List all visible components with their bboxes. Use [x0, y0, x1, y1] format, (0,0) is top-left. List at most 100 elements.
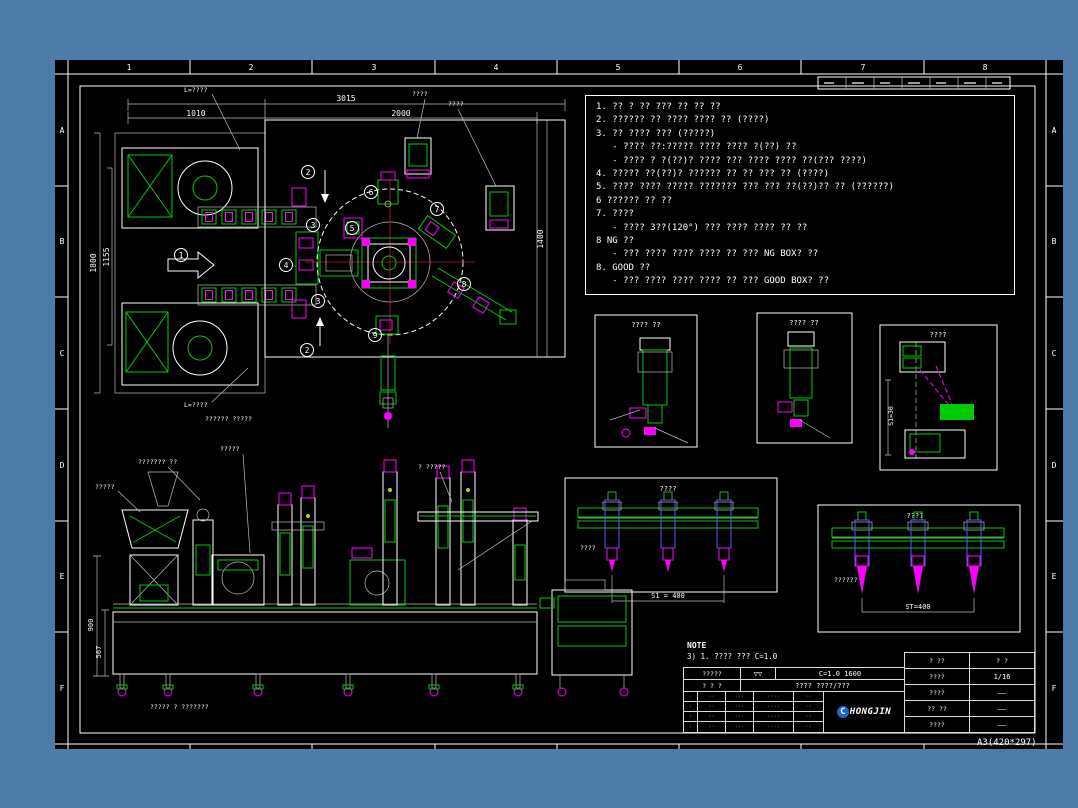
paper-size-label: A3(420*297) — [977, 738, 1037, 748]
zone-row-label: F — [1052, 684, 1057, 693]
zone-col-label: 1 — [127, 63, 132, 72]
dim-1800: 1800 — [89, 253, 98, 272]
drawing-canvas[interactable] — [55, 60, 1063, 749]
title-block: NOTE 3) 1. ???? ??? C=1.0 ????? ▽▽ C=1.0… — [683, 641, 1035, 733]
balloon-2: 2 — [306, 168, 311, 177]
balloon-1: 1 — [179, 251, 184, 260]
note-line: - ???? ? ?(??)? ???? ??? ???? ???? ??(??… — [596, 155, 867, 166]
elevation-caption: ????? ? ??????? — [150, 703, 209, 711]
left-machine-units[interactable] — [114, 132, 266, 394]
elev-label-3: ????? — [220, 445, 240, 453]
dim-900: 900 — [87, 619, 95, 632]
zone-row-label: B — [1052, 237, 1057, 246]
balloon-9: 9 — [373, 331, 378, 340]
detail-view-5-label: ?????? — [834, 576, 858, 584]
company-logo-icon: C — [836, 706, 849, 718]
titleblock-note-title: NOTE — [687, 641, 707, 650]
zone-row-label: C — [1052, 349, 1057, 358]
rev-cell: ··· — [725, 721, 754, 733]
flow-arrows — [167, 170, 329, 346]
balloon-3: 3 — [311, 221, 316, 230]
elev-label-2: ??????? ?? — [138, 458, 177, 466]
bowl-feeder[interactable] — [121, 471, 189, 606]
detail-view-5-dim: ST=400 — [905, 603, 930, 611]
zone-col-label: 7 — [861, 63, 866, 72]
zone-col-label: 3 — [372, 63, 377, 72]
zone-col-label: 8 — [983, 63, 988, 72]
zone-row-label: E — [60, 572, 65, 581]
right-row-value: —— — [969, 716, 1035, 733]
right-row-label: ? ?? — [904, 652, 970, 669]
zone-row-label: F — [60, 684, 65, 693]
detail-view-4[interactable]: ???? ???? S1 = 400 — [564, 477, 778, 603]
zone-row-label: A — [1052, 126, 1057, 135]
outfeed-unit[interactable] — [539, 579, 633, 697]
right-row-label: ?? ?? — [904, 700, 970, 717]
dim-1400: 1400 — [536, 229, 545, 248]
rev-cell: ·· — [697, 721, 726, 733]
right-row-label: ???? — [904, 668, 970, 685]
zone-col-label: 6 — [738, 63, 743, 72]
right-row-value: 1/16 — [969, 668, 1035, 685]
titleblock-note-line: 3) 1. ???? ??? C=1.0 — [687, 652, 778, 661]
balloon-callouts: 1 2 3 4 5 6 7 8 9 2 3 — [174, 165, 471, 357]
dim-567: 567 — [95, 646, 103, 659]
revision-strip — [817, 76, 1011, 90]
zone-col-label: 5 — [616, 63, 621, 72]
detail-view-3-title: ???? — [930, 331, 947, 339]
plan-view[interactable]: 3015 1010 2000 1800 1155 1400 — [89, 86, 566, 428]
rev-cell: · — [683, 721, 698, 733]
right-row-label: ???? — [904, 684, 970, 701]
notes-block: 1. ?? ? ?? ??? ?? ?? ?? 2. ?????? ?? ???… — [585, 95, 1015, 295]
company-name: HONGJIN — [849, 707, 892, 717]
elevation-labels: ????? ??????? ?? ????? ? ????? ????? ? ?… — [95, 445, 453, 711]
detail-view-2[interactable]: ???? ?? — [756, 312, 853, 444]
dim-1155: 1155 — [102, 247, 111, 266]
note-line: - ???? 3??(120°) ??? ???? ???? ?? ?? — [596, 222, 808, 233]
detail-view-4-label: ???? — [580, 544, 596, 552]
right-row-value: —— — [969, 684, 1035, 701]
nozzle-unit — [851, 511, 873, 594]
casters — [116, 673, 524, 697]
right-row-label: ???? — [904, 716, 970, 733]
nozzle-unit — [907, 511, 929, 594]
gripper-unit — [714, 491, 734, 572]
detail-view-1[interactable]: ???? ?? — [594, 314, 698, 448]
frame-zone-labels: 1 2 3 4 5 6 7 8 A B C D E F A B C D E F — [60, 63, 1057, 693]
dim-1010: 1010 — [186, 109, 205, 118]
station-towers[interactable] — [271, 459, 539, 606]
balloon-3b: 3 — [316, 297, 321, 306]
nozzle-unit — [963, 511, 985, 594]
leader-bottom-label: L=???? — [184, 401, 208, 409]
rev-cell: ···· — [753, 721, 794, 733]
note-line: 8 NG ?? — [596, 236, 634, 247]
detail-view-3[interactable]: ???? S1=30 — [879, 324, 998, 471]
zone-row-label: A — [60, 126, 65, 135]
elevation-view[interactable]: 900 567 ????? ??????? ?? ????? ? ????? ?… — [87, 445, 633, 711]
turntable-side[interactable] — [211, 554, 265, 606]
detail-view-1-title: ???? ?? — [631, 321, 661, 329]
balloon-8: 8 — [462, 280, 467, 289]
note-line: 6 ?????? ?? ?? — [596, 195, 672, 206]
note-line: 8. GOOD ?? — [596, 262, 651, 273]
note-line: 5. ???? ???? ????? ??????? ??? ??? ??(??… — [596, 182, 895, 193]
elev-label-1: ????? — [95, 483, 115, 491]
balloon-4: 4 — [284, 261, 289, 270]
note-line: 1. ?? ? ?? ??? ?? ?? ?? — [596, 102, 721, 112]
balloon-7: 7 — [435, 205, 440, 214]
leader-r1-label: ???? — [412, 90, 428, 98]
right-row-value: ? ? — [969, 652, 1035, 669]
gripper-unit — [658, 491, 678, 572]
detail-view-5[interactable]: ???? ?????? ST=400 — [817, 504, 1021, 633]
detail-view-2-title: ???? ?? — [789, 319, 819, 327]
gripper-unit — [602, 491, 622, 572]
plan-labels: L=???? L=???? ?????? ????? ???? ???? — [184, 86, 497, 423]
zone-row-label: C — [60, 349, 65, 358]
detail-view-4-title: ???? — [660, 485, 677, 493]
zone-col-label: 4 — [494, 63, 499, 72]
elev-label-4: ? ????? — [418, 463, 445, 471]
right-row-value: —— — [969, 700, 1035, 717]
note-line: 3. ?? ???? ??? (?????) — [596, 128, 716, 139]
